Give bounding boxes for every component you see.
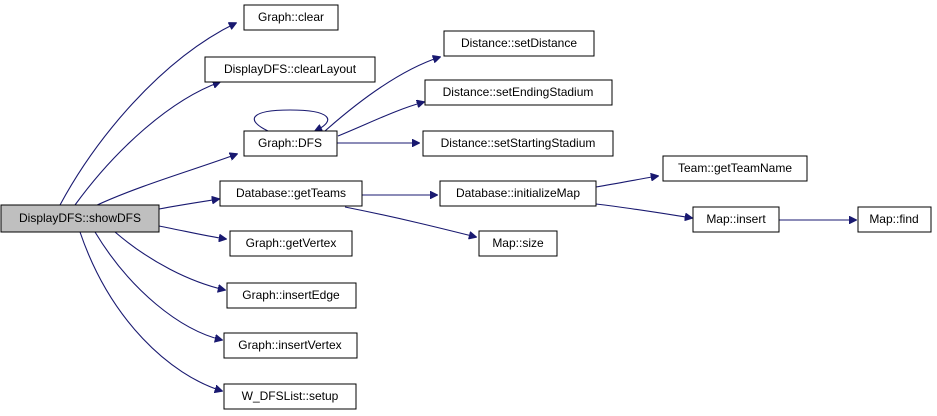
edge-initialize-map-to-get-team-name [595,176,658,188]
svg-text:Graph::insertEdge: Graph::insertEdge [242,288,340,302]
edge-graph-dfs-to-set-distance [324,57,440,132]
node-showdfs[interactable]: DisplayDFS::showDFS [0,204,160,233]
node-set-ending[interactable]: Distance::setEndingStadium [424,79,613,106]
node-get-teams[interactable]: Database::getTeams [219,180,363,207]
svg-text:Graph::insertVertex: Graph::insertVertex [238,338,341,352]
node-dfslist-setup[interactable]: W_DFSList::setup [223,383,357,410]
svg-text:Graph::getVertex: Graph::getVertex [246,236,337,250]
edge-showdfs-to-get-vertex [158,225,226,239]
node-map-size[interactable]: Map::size [478,230,558,257]
node-insert-vertex[interactable]: Graph::insertVertex [223,332,358,359]
node-get-team-name[interactable]: Team::getTeamName [662,155,808,182]
svg-text:Team::getTeamName: Team::getTeamName [678,161,792,175]
svg-text:Distance::setDistance: Distance::setDistance [461,36,577,50]
svg-text:Graph::clear: Graph::clear [258,10,324,24]
svg-text:DisplayDFS::showDFS: DisplayDFS::showDFS [19,211,141,225]
svg-text:Map::find: Map::find [869,212,918,226]
edge-get-teams-to-map-size [344,206,476,237]
svg-text:Database::initializeMap: Database::initializeMap [456,186,580,200]
edge-initialize-map-to-map-insert [595,203,692,218]
svg-text:Database::getTeams: Database::getTeams [236,186,346,200]
svg-text:Distance::setEndingStadium: Distance::setEndingStadium [443,85,594,99]
node-initialize-map[interactable]: Database::initializeMap [439,180,597,207]
node-set-distance[interactable]: Distance::setDistance [443,30,595,57]
node-map-insert[interactable]: Map::insert [692,206,780,233]
edge-showdfs-to-dfslist-setup [79,231,222,391]
node-get-vertex[interactable]: Graph::getVertex [229,230,353,257]
edge-showdfs-to-insert-vertex [94,231,222,340]
node-graph-clear[interactable]: Graph::clear [243,4,339,31]
edge-showdfs-to-graph-dfs [94,154,237,207]
svg-text:Distance::setStartingStadium: Distance::setStartingStadium [441,136,596,150]
edge-graph-dfs-self-loop [253,109,329,131]
node-insert-edge[interactable]: Graph::insertEdge [226,282,357,309]
edge-showdfs-to-cleardfs-layout [74,82,220,206]
edge-showdfs-to-get-teams [158,199,219,210]
svg-text:W_DFSList::setup: W_DFSList::setup [242,389,339,403]
svg-text:DisplayDFS::clearLayout: DisplayDFS::clearLayout [224,62,357,76]
node-cleardfs-layout[interactable]: DisplayDFS::clearLayout [204,56,376,83]
svg-text:Map::insert: Map::insert [706,212,766,226]
node-map-find[interactable]: Map::find [857,206,932,233]
svg-text:Graph::DFS: Graph::DFS [258,136,322,150]
node-graph-dfs[interactable]: Graph::DFS [243,130,338,157]
svg-text:Map::size: Map::size [492,236,544,250]
edge-showdfs-to-insert-edge [114,231,225,290]
edge-showdfs-to-graph-clear [59,23,236,206]
node-set-starting[interactable]: Distance::setStartingStadium [422,130,614,157]
edge-graph-dfs-to-set-ending [337,102,424,137]
